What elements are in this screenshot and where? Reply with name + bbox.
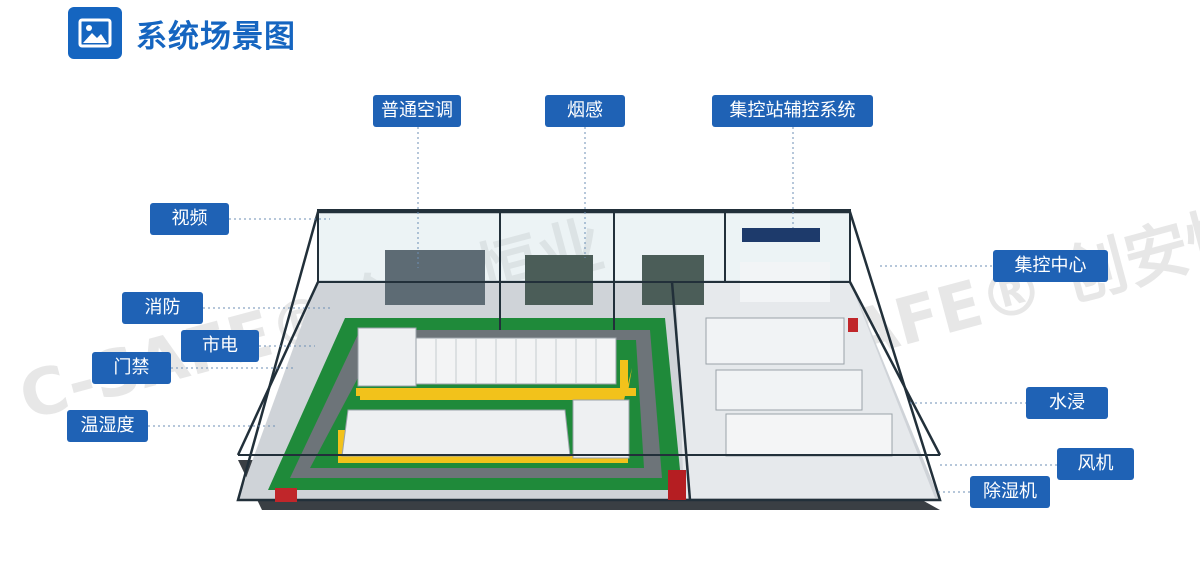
label-power: 市电 xyxy=(181,330,259,362)
cabinet-b xyxy=(572,399,630,459)
cabinet-row-r2 xyxy=(715,369,863,411)
fire-box-2 xyxy=(668,470,686,500)
leader-lines xyxy=(148,127,1057,493)
switchgear-row-2 xyxy=(341,409,571,457)
label-smoke: 烟感 xyxy=(545,95,625,127)
hazard-strip-bottom xyxy=(338,455,628,463)
fire-box-3 xyxy=(848,318,858,332)
label-dehumidifier: 除湿机 xyxy=(970,476,1050,508)
label-aux-control: 集控站辅控系统 xyxy=(712,95,873,127)
page-header: 系统场景图 xyxy=(68,7,296,59)
cabinet-row-r1 xyxy=(705,317,845,365)
hazard-strip-left xyxy=(338,430,346,460)
transformer-1 xyxy=(525,255,593,305)
page-title: 系统场景图 xyxy=(136,18,296,55)
outer-frame xyxy=(236,210,942,502)
cabinet-a xyxy=(357,327,417,387)
fire-box-1 xyxy=(275,488,297,502)
gis-equipment xyxy=(385,250,485,305)
cabinet-row-r3 xyxy=(725,413,893,457)
image-icon xyxy=(68,7,122,59)
label-water-leak: 水浸 xyxy=(1026,387,1108,419)
label-temp-humidity: 温湿度 xyxy=(67,410,148,442)
control-screens xyxy=(742,228,820,242)
hazard-strip-top xyxy=(356,388,636,396)
label-fan: 风机 xyxy=(1057,448,1134,480)
label-fire: 消防 xyxy=(122,292,203,324)
label-control-center: 集控中心 xyxy=(993,250,1108,282)
label-access: 门禁 xyxy=(92,352,171,384)
label-ac: 普通空调 xyxy=(373,95,461,127)
hazard-strip-right xyxy=(620,360,628,396)
label-video: 视频 xyxy=(150,203,229,235)
